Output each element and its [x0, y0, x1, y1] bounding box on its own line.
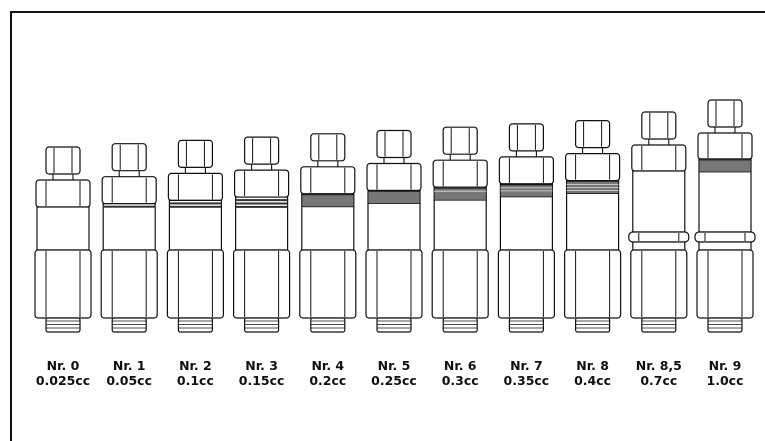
fitting-9	[628, 111, 690, 333]
fitting-volume: 0.3cc	[441, 373, 479, 388]
fitting-name: Nr. 0	[46, 358, 80, 373]
fitting-2	[166, 139, 224, 333]
fitting-7	[497, 123, 555, 333]
fitting-volume: 0.25cc	[371, 373, 417, 388]
fitting-name: Nr. 5	[377, 358, 411, 373]
fitting-volume: 0.4cc	[574, 373, 612, 388]
fitting-volume: 0.025cc	[35, 373, 91, 388]
fitting-name: Nr. 3	[245, 358, 278, 373]
fitting-volume: 0.05cc	[106, 373, 153, 388]
fitting-volume: 1.0cc	[706, 373, 744, 388]
fitting-5	[365, 129, 423, 333]
fitting-volume: 0.2cc	[309, 373, 347, 388]
fitting-0	[34, 146, 92, 333]
fitting-name: Nr. 8,5	[635, 358, 682, 373]
fitting-name: Nr. 8	[576, 358, 609, 373]
fitting-name: Nr. 7	[510, 358, 543, 373]
fitting-volume: 0.15cc	[238, 373, 285, 388]
fitting-volume: 0.35cc	[503, 373, 550, 388]
fitting-name: Nr. 1	[112, 358, 146, 373]
fitting-name: Nr. 2	[179, 358, 212, 373]
fitting-name: Nr. 6	[443, 358, 477, 373]
fitting-name: Nr. 4	[311, 358, 345, 373]
fitting-name: Nr. 9	[708, 358, 742, 373]
fitting-8	[563, 119, 622, 333]
diagram-frame	[10, 11, 765, 441]
fitting-10	[694, 99, 756, 333]
fitting-volume: 0.1cc	[176, 373, 214, 388]
fitting-4	[299, 133, 357, 333]
fitting-volume: 0.7cc	[640, 373, 678, 388]
fitting-3	[233, 136, 291, 333]
fitting-6	[431, 126, 489, 333]
fitting-1	[100, 143, 158, 333]
